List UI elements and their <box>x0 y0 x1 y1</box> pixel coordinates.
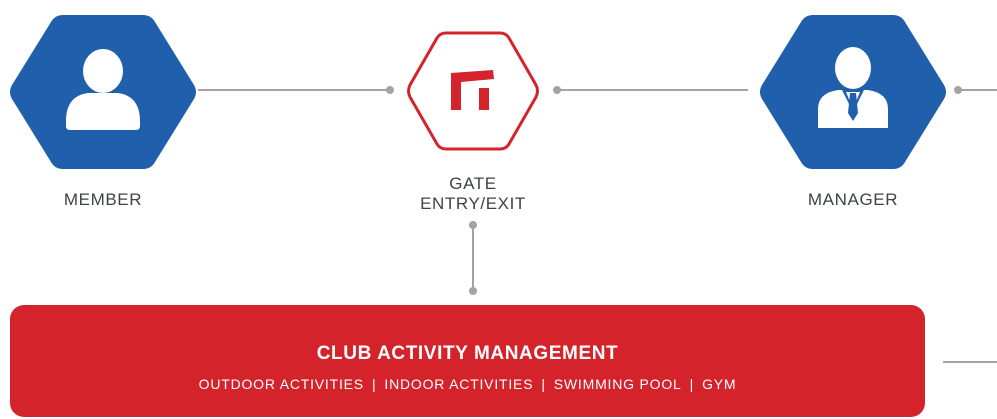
gate-label: GATE ENTRY/EXIT <box>393 174 553 214</box>
connector-dot <box>553 86 561 94</box>
gate-hexagon <box>407 31 539 151</box>
club-activity-list: OUTDOOR ACTIVITIES | INDOOR ACTIVITIES | SWI… <box>10 376 925 392</box>
connector-dot <box>386 86 394 94</box>
club-activity-title: CLUB ACTIVITY MANAGEMENT <box>316 343 619 364</box>
connector-dot <box>469 287 477 295</box>
club-activity-card: CLUB ACTIVITY MANAGEMENT OUTDOOR ACTIVIT… <box>10 305 925 417</box>
connector-dot <box>954 86 962 94</box>
member-node <box>10 15 196 169</box>
separator: | <box>689 376 695 392</box>
connector-dot <box>469 221 477 229</box>
person-icon <box>66 49 140 130</box>
gate-label-line1: GATE <box>449 174 497 193</box>
gate-label-line2: ENTRY/EXIT <box>420 194 526 213</box>
manager-node <box>760 15 946 169</box>
activity-item: INDOOR ACTIVITIES <box>384 376 534 392</box>
activity-item: SWIMMING POOL <box>553 376 682 392</box>
gate-node <box>407 31 539 151</box>
manager-label: MANAGER <box>807 190 899 209</box>
member-label: MEMBER <box>63 190 143 209</box>
activity-item: GYM <box>702 376 737 392</box>
gate-logo-icon <box>451 70 494 110</box>
separator: | <box>541 376 546 392</box>
businessman-icon <box>818 47 888 128</box>
activity-item: OUTDOOR ACTIVITIES <box>198 376 364 392</box>
separator: | <box>371 376 377 392</box>
